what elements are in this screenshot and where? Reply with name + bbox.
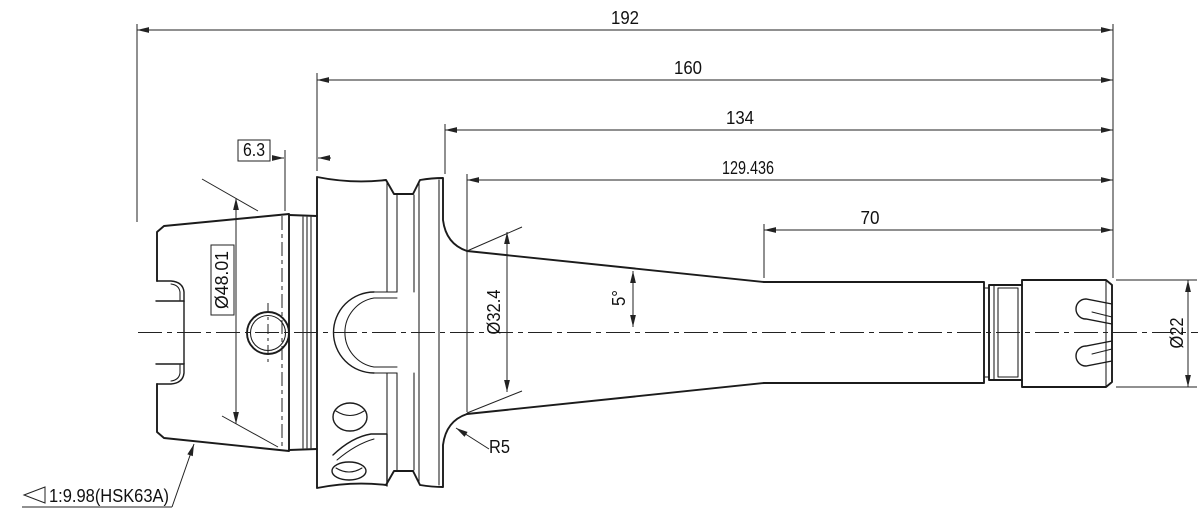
dim-192-label: 192 <box>611 8 639 28</box>
dim-6-3-label: 6.3 <box>243 140 265 160</box>
shank-slot-inner-edge-top <box>170 283 181 301</box>
r5-leader <box>455 427 490 450</box>
taper-note-leader <box>171 443 195 508</box>
dim-dia-22-label: Ø22 <box>1167 318 1187 349</box>
flange-section-ramp <box>332 433 388 487</box>
shank-neck-edges <box>288 214 318 451</box>
shank-face-upper-slot <box>155 280 185 302</box>
dim-dia-48-01-label: Ø48.01 <box>212 251 232 309</box>
taper-symbol-icon <box>22 486 46 504</box>
flange-section-ramp-inner <box>336 438 375 461</box>
collet-nut-outline <box>1021 279 1113 388</box>
shank-face-lower-slot <box>155 363 185 385</box>
dim-160-label: 160 <box>674 58 702 78</box>
taper-cone <box>466 250 765 415</box>
oblique-extension-lines <box>201 178 523 448</box>
flange-hole-lower-inner <box>335 467 363 473</box>
flange-hole-upper <box>332 402 368 432</box>
flange-hole-lower <box>331 461 367 481</box>
extension-lines <box>136 24 1197 412</box>
taper-note-label: 1:9.98(HSK63A) <box>49 486 169 506</box>
dim-134-label: 134 <box>726 108 754 128</box>
centerlines <box>138 216 1198 449</box>
dim-dia-32-4-label: Ø32.4 <box>484 290 504 335</box>
cylindrical-shaft <box>763 281 985 384</box>
flange-cavity-edges <box>373 291 398 374</box>
dim-63-frame <box>237 139 271 162</box>
wrench-slot-lower-floor <box>1091 348 1113 355</box>
dim-dia48-frame-group: Ø48.01 <box>210 244 235 316</box>
wrench-slot-lower <box>1075 340 1113 367</box>
dim-129-436-label: 129.436 <box>722 158 774 178</box>
dim-radius-r5-label: R5 <box>489 437 510 457</box>
dim-70-label: 70 <box>861 208 880 228</box>
wrench-slot-upper-floor <box>1091 311 1113 318</box>
wrench-slot-upper <box>1075 298 1113 325</box>
dimensions: Ø48.01 192 160 134 129.436 70 6.3 Ø32.4 … <box>22 8 1197 508</box>
dim-dia48-frame <box>210 244 235 316</box>
dim-angle-5deg-label: 5° <box>609 290 629 306</box>
shank-slot-inner-edge-bottom <box>170 364 181 382</box>
flange-hole-upper-inner <box>335 410 365 417</box>
